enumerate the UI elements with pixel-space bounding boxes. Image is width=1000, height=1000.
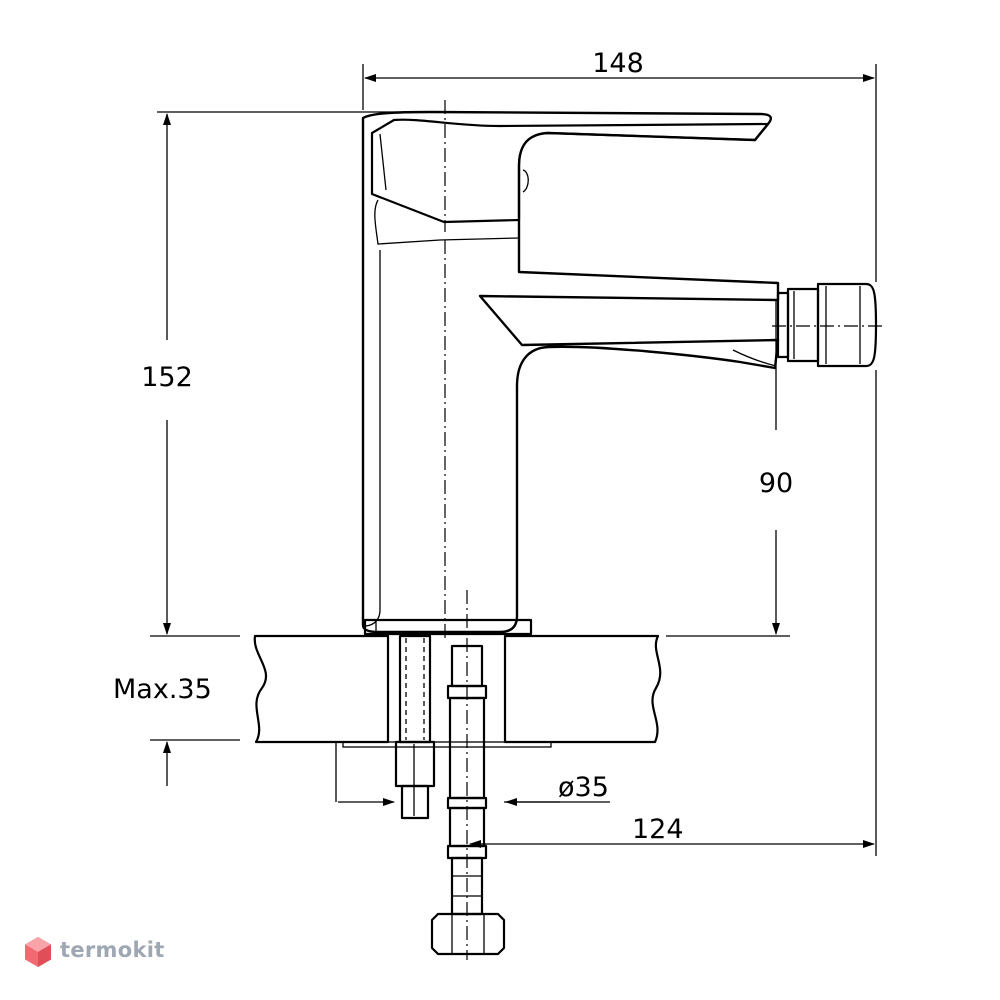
dim-hole-diameter: ø35 bbox=[558, 772, 609, 803]
dim-reach: 124 bbox=[632, 814, 684, 845]
dim-spout-height: 90 bbox=[759, 468, 793, 499]
dimension-lines bbox=[163, 74, 875, 848]
centerlines bbox=[444, 100, 882, 960]
flexible-hose bbox=[430, 644, 506, 956]
aerator-nozzle bbox=[776, 282, 878, 368]
extension-lines bbox=[157, 64, 877, 856]
dim-max-thickness: Max.35 bbox=[113, 674, 212, 705]
faucet-body bbox=[361, 110, 780, 636]
mounting-stud bbox=[394, 634, 436, 820]
dim-width-top: 148 bbox=[592, 48, 644, 79]
dimension-labels: 148 152 90 Max.35 ø35 124 bbox=[113, 48, 793, 845]
watermark-brand: termokit bbox=[60, 938, 165, 962]
countertop-section bbox=[150, 634, 790, 748]
dim-height-total: 152 bbox=[141, 362, 193, 393]
watermark-logo-icon bbox=[25, 937, 51, 967]
